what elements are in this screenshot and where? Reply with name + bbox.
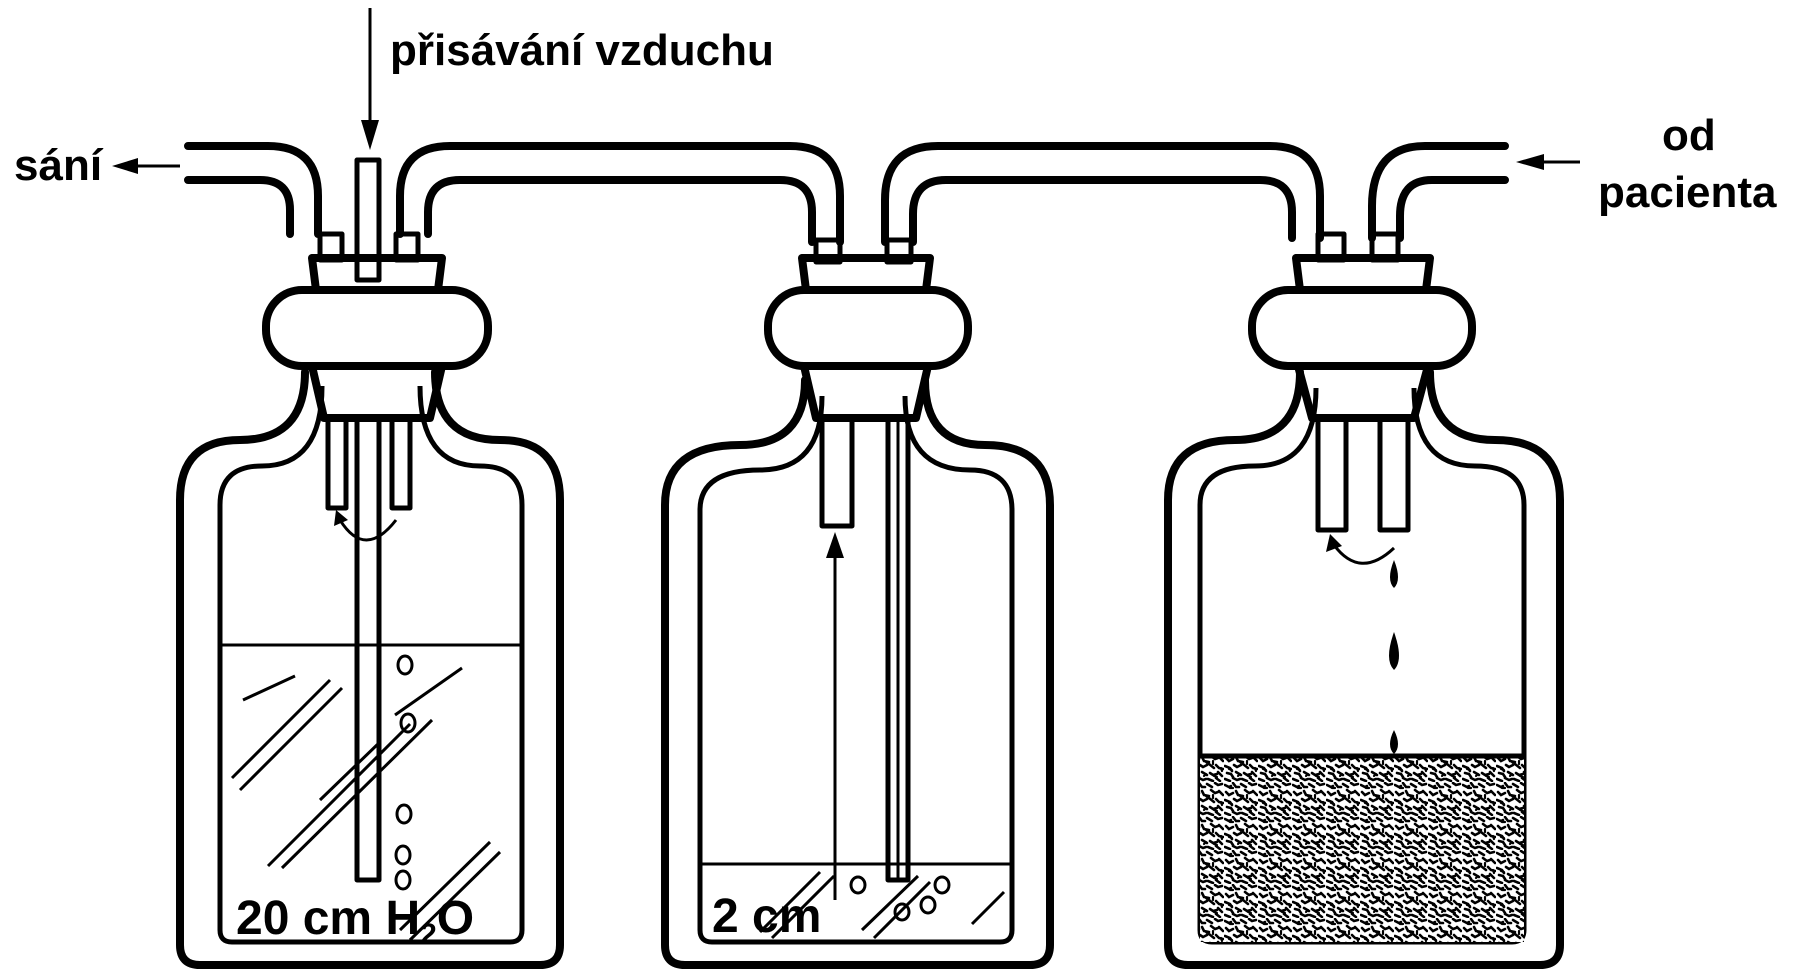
air-intake-label: přisávání vzduchu xyxy=(390,26,774,75)
bottle-regulator-outer-wall xyxy=(180,372,560,965)
bottle-water-seal-level-label: 2 cm xyxy=(712,890,821,943)
tube-1-2-inner xyxy=(428,180,812,242)
bottle-water-seal-flow-arrow-icon xyxy=(826,532,844,558)
bottle-regulator-short-tube-left xyxy=(328,418,346,508)
suction-tube-inner xyxy=(188,180,290,234)
patient-tube-inner xyxy=(1400,180,1505,238)
bottle-collection-fluid xyxy=(1200,755,1524,942)
connecting-tubes xyxy=(188,146,1505,242)
bottle-collection-short-tube-left xyxy=(1318,418,1346,530)
bottle-collection-cap-ring xyxy=(1252,290,1472,366)
bottle-collection-flow-arrow-icon xyxy=(1326,534,1342,552)
suction-tube-outer xyxy=(188,146,318,234)
air-intake-arrow-icon xyxy=(361,120,379,150)
bottle-regulator-bubbles xyxy=(396,656,415,889)
bottle-regulator-flow-curve xyxy=(340,520,396,540)
bottle-regulator-air-tube xyxy=(357,418,379,880)
bottle-regulator-cap-ring xyxy=(266,290,488,366)
bottle-water-seal-short-tube xyxy=(822,418,852,526)
bottle-collection-short-tube-right xyxy=(1380,418,1408,530)
tube-2-3-outer xyxy=(885,146,1320,242)
patient-tube-outer xyxy=(1372,146,1505,238)
bottle-water-seal: 2 cm xyxy=(665,240,1050,965)
bottle-collection-drop-2 xyxy=(1389,632,1399,670)
from-patient-label-line1: od xyxy=(1662,111,1716,160)
bottle-regulator-short-tube-right xyxy=(392,418,410,508)
from-patient-arrow-icon xyxy=(1516,154,1544,170)
tube-1-2-outer xyxy=(400,146,840,242)
bottle-collection-drop-1 xyxy=(1390,560,1398,588)
bottle-water-seal-cap-ring xyxy=(768,290,968,366)
bottle-collection-drop-3 xyxy=(1390,730,1398,754)
suction-label: sání xyxy=(14,141,104,190)
bottle-collection xyxy=(1168,234,1560,965)
bottle-regulator-level-label: 20 cm H2O xyxy=(236,892,474,951)
bottle-regulator-inner-wall xyxy=(220,386,522,942)
bottle-regulator: 20 cm H2O xyxy=(180,160,560,965)
from-patient-label-group: od pacienta xyxy=(1516,111,1777,217)
tube-2-3-inner xyxy=(913,180,1292,242)
from-patient-label-line2: pacienta xyxy=(1598,168,1777,217)
suction-label-group: sání xyxy=(14,141,180,190)
bottle-collection-stopper-top xyxy=(1296,258,1430,290)
air-intake-label-group: přisávání vzduchu xyxy=(361,8,774,150)
bottle-collection-flow-curve xyxy=(1334,545,1394,563)
suction-arrow-icon xyxy=(112,158,138,174)
bottle-water-seal-inner-wall xyxy=(700,396,1012,942)
